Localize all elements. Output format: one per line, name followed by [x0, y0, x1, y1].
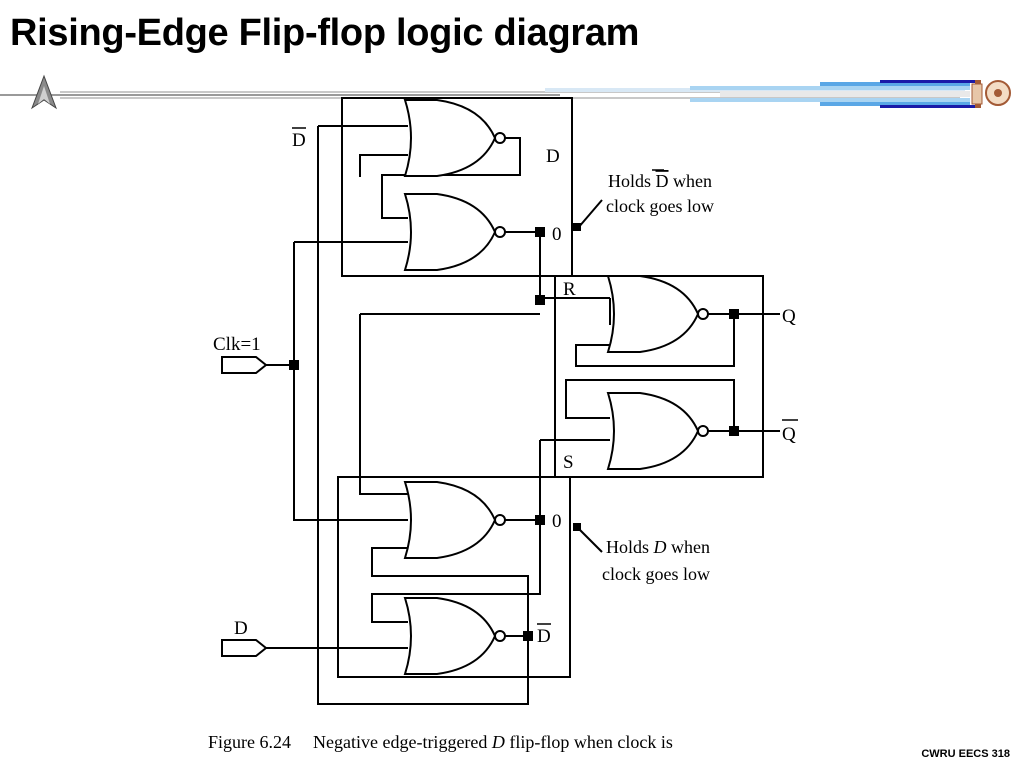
slide-title: Rising-Edge Flip-flop logic diagram — [10, 12, 640, 54]
d-input-connector — [221, 639, 267, 657]
nor-gate-3 — [404, 481, 506, 559]
starship-icon — [971, 80, 1011, 108]
label-d-top-out: D — [546, 146, 560, 167]
clk-input-connector — [221, 356, 267, 374]
junction-dots — [289, 223, 739, 641]
annotation-upper-line2: clock goes low — [606, 196, 714, 216]
starfleet-insignia-icon — [30, 74, 58, 110]
label-s: S — [563, 452, 574, 473]
annotation-upper-line1: Holds D when — [608, 171, 712, 191]
label-r: R — [563, 279, 576, 300]
nor-gate-1 — [404, 99, 506, 177]
label-d-input: D — [234, 618, 248, 639]
nor-gate-4 — [404, 597, 506, 675]
nor-gate-2 — [404, 193, 506, 271]
wiring — [266, 97, 780, 705]
label-node-upper-0: 0 — [552, 224, 562, 245]
slide-footer: CWRU EECS 318 — [921, 748, 1010, 760]
annotation-lower-line1: Holds D when — [606, 537, 710, 557]
label-clk-input: Clk=1 — [213, 334, 261, 355]
label-d-bar-lower-out: D — [537, 626, 551, 647]
label-q-output: Q — [782, 306, 796, 327]
annotation-lower-line2: clock goes low — [602, 564, 710, 584]
nor-gate-r — [607, 275, 709, 353]
label-q-bar-output: Q — [782, 424, 796, 445]
nor-gate-s — [607, 392, 709, 470]
label-node-lower-0: 0 — [552, 511, 562, 532]
label-d-bar-top-in: D — [292, 130, 306, 151]
